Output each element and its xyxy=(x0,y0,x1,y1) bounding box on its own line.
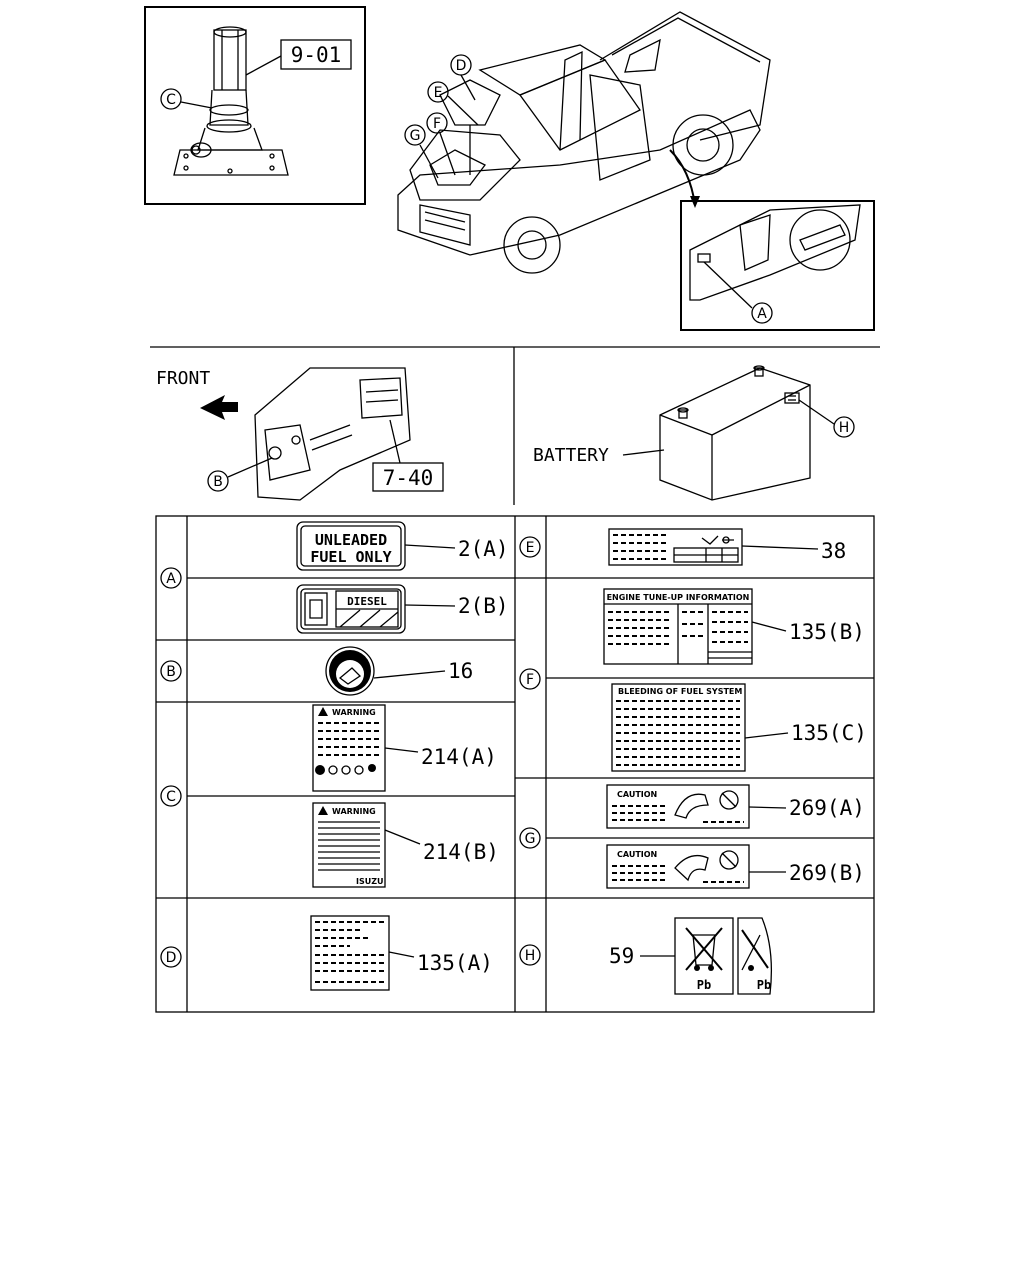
row-h-marker xyxy=(519,944,541,966)
prohibit-icon xyxy=(719,850,739,870)
label-table xyxy=(155,515,875,1013)
decal-2a: UNLEADED FUEL ONLY 2(A) xyxy=(296,521,509,571)
callout-c-label: C xyxy=(166,92,176,108)
callout-b-label: B xyxy=(213,474,223,490)
callout-f-label: F xyxy=(433,116,441,132)
row-f-label: F xyxy=(526,672,534,688)
decal-269a-caution: CAUTION xyxy=(617,790,657,799)
decal-214b-warning: WARNING xyxy=(332,807,376,816)
decal-135a: 135(A) xyxy=(310,915,493,991)
decal-16: 16 xyxy=(325,646,473,696)
part-38-label: 38 xyxy=(821,539,846,563)
callout-a-circle xyxy=(751,302,773,324)
decal-214a: WARNING 214(A) xyxy=(312,704,497,792)
part-269b-label: 269(B) xyxy=(789,861,865,885)
callout-g-circle xyxy=(404,124,426,146)
decal-unleaded-line1: UNLEADED xyxy=(315,531,387,549)
battery-illustration: BATTERY H xyxy=(533,365,855,501)
decal-214a-warning: WARNING xyxy=(332,708,376,717)
callout-h-circle xyxy=(833,416,855,438)
ref-9-01-label: 9-01 xyxy=(291,43,342,67)
row-b-marker xyxy=(160,660,182,682)
decal-isuzu-text: ISUZU xyxy=(356,877,384,886)
row-e-label: E xyxy=(526,540,535,556)
row-b-label: B xyxy=(166,664,176,680)
ref-7-40-box xyxy=(372,462,444,492)
callout-d-label: D xyxy=(456,58,467,74)
front-label: FRONT xyxy=(156,368,210,389)
row-h-label: H xyxy=(525,948,536,964)
ref-9-01-box xyxy=(280,39,352,70)
decal-diesel-text: DIESEL xyxy=(347,595,387,608)
decal-269b-caution: CAUTION xyxy=(617,850,657,859)
truck-illustration: D E F G xyxy=(397,11,771,274)
part-59-label: 59 xyxy=(609,944,634,968)
callout-e-label: E xyxy=(434,85,443,101)
row-d-marker xyxy=(160,946,182,968)
part-214a-label: 214(A) xyxy=(421,745,497,769)
decal-269a: CAUTION 269(A) xyxy=(606,784,865,829)
row-d-label: D xyxy=(166,950,177,966)
dashboard-illustration: FRONT 7-40 B xyxy=(156,367,444,501)
decal-unleaded-line2: FUEL ONLY xyxy=(310,548,391,566)
callout-g-label: G xyxy=(410,128,421,144)
callout-b-circle xyxy=(207,470,229,492)
row-c-marker xyxy=(160,785,182,807)
bin-icon xyxy=(692,934,716,966)
callout-f-circle xyxy=(426,112,448,134)
part-135b-label: 135(B) xyxy=(789,620,865,644)
row-g-label: G xyxy=(525,831,536,847)
callout-a-label: A xyxy=(757,306,767,322)
decal-pb-right: Pb xyxy=(757,978,771,992)
callout-c-circle xyxy=(160,88,182,110)
row-f-marker xyxy=(519,668,541,690)
decal-214b: WARNING ISUZU 214(B) xyxy=(312,802,499,888)
prohibit-icon xyxy=(719,790,739,810)
fuel-pump-icon xyxy=(304,592,328,626)
row-markers: A B C D E F G H xyxy=(160,536,541,968)
part-135c-label: 135(C) xyxy=(791,721,867,745)
part-214b-label: 214(B) xyxy=(423,840,499,864)
fuel-door-inset: A xyxy=(680,200,875,331)
part-135a-label: 135(A) xyxy=(417,951,493,975)
battery-label: BATTERY xyxy=(533,445,609,466)
row-e-marker xyxy=(519,536,541,558)
jack-inset: 9-01 C xyxy=(144,6,366,205)
decal-tuneup-title: ENGINE TUNE-UP INFORMATION xyxy=(607,593,750,602)
part-16-label: 16 xyxy=(448,659,473,683)
decal-135b: ENGINE TUNE-UP INFORMATION 135(B) xyxy=(603,588,865,665)
hand-icon xyxy=(674,854,709,882)
decal-pb-left: Pb xyxy=(697,978,711,992)
hand-icon xyxy=(674,793,709,819)
part-2b-label: 2(B) xyxy=(458,594,509,618)
part-269a-label: 269(A) xyxy=(789,796,865,820)
row-c-label: C xyxy=(166,789,176,805)
row-a-label: A xyxy=(166,571,176,587)
row-a-marker xyxy=(160,567,182,589)
callout-h-label: H xyxy=(839,420,850,436)
decal-bleeding-title: BLEEDING OF FUEL SYSTEM xyxy=(618,687,742,696)
decal-38: 38 xyxy=(608,528,846,566)
front-arrow-icon xyxy=(200,395,238,420)
ref-7-40-label: 7-40 xyxy=(383,466,434,490)
decal-59: Pb Pb 59 xyxy=(609,917,772,995)
row-g-marker xyxy=(519,827,541,849)
decal-135c: BLEEDING OF FUEL SYSTEM 135(C) xyxy=(611,683,867,772)
decal-269b: CAUTION 269(B) xyxy=(606,844,865,889)
decal-2b: DIESEL 2(B) xyxy=(296,584,509,634)
part-2a-label: 2(A) xyxy=(458,537,509,561)
callout-e-circle xyxy=(427,81,449,103)
